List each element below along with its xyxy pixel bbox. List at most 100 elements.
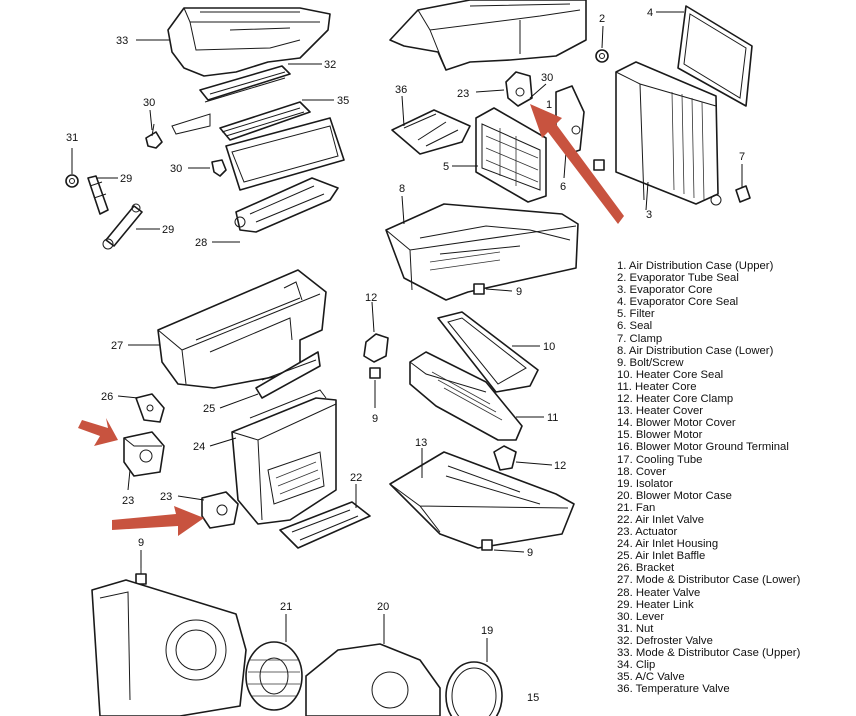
legend-item: 13. Heater Cover	[617, 405, 704, 418]
callout-numbers: 33 32 35 30 31 29 30 29 28 27 26 25 24 2…	[66, 7, 745, 704]
legend-item: 14. Blower Motor Cover	[617, 417, 736, 430]
part-heater-valve	[234, 177, 339, 233]
part-mode-distributor-case-lower	[157, 269, 327, 389]
part-evaporator-core-seal	[677, 5, 753, 107]
leader-lines	[71, 11, 743, 662]
legend-item: 25. Air Inlet Baffle	[617, 550, 706, 563]
part-heater-link-upper	[87, 175, 109, 215]
callout-21: 21	[280, 601, 292, 613]
part-actuator-right	[505, 71, 533, 107]
part-heater-core-clamp-right	[493, 445, 517, 471]
part-isolator	[445, 661, 503, 716]
legend-item: 27. Mode & Distributor Case (Lower)	[617, 574, 801, 587]
callout-13: 13	[415, 437, 427, 449]
callout-8: 8	[399, 183, 405, 195]
legend-item: 6. Seal	[617, 320, 653, 333]
part-air-inlet-valve	[279, 501, 371, 549]
part-evaporator-core	[615, 61, 722, 206]
part-bolt-left	[135, 568, 147, 585]
legend-item: 22. Air Inlet Valve	[617, 513, 705, 526]
callout-23-left: 23	[122, 495, 134, 507]
callout-6: 6	[560, 181, 566, 193]
part-lever-middle	[211, 159, 227, 177]
callout-3: 3	[646, 209, 652, 221]
part-defroster-valve	[171, 65, 291, 135]
legend-item: 18. Cover	[617, 465, 666, 478]
legend-item: 26. Bracket	[617, 562, 675, 575]
part-air-inlet-baffle	[255, 351, 321, 399]
part-bolt-seal	[593, 159, 605, 171]
callout-2: 2	[599, 13, 605, 25]
parts-legend: 1. Air Distribution Case (Upper)2. Evapo…	[617, 260, 853, 695]
legend-item: 5. Filter	[617, 308, 655, 321]
callout-32: 32	[324, 59, 336, 71]
callout-10: 10	[543, 341, 555, 353]
callout-9-clamp: 9	[372, 413, 378, 425]
callout-30-middle: 30	[170, 163, 182, 175]
callout-26: 26	[101, 391, 113, 403]
callout-4: 4	[647, 7, 653, 19]
part-heater-core	[409, 351, 523, 441]
legend-item: 19. Isolator	[617, 477, 673, 490]
callout-1: 1	[546, 99, 552, 111]
part-blower-motor-case	[91, 579, 247, 716]
callout-23-middle: 23	[160, 491, 172, 503]
part-filter	[475, 107, 547, 203]
part-mode-distributor-case-upper	[167, 7, 331, 77]
part-heater-link-lower	[102, 203, 143, 250]
part-distributor-valve-frame	[225, 117, 345, 191]
part-bolt-case	[473, 283, 485, 295]
legend-item: 12. Heater Core Clamp	[617, 393, 734, 406]
legend-item: 7. Clamp	[617, 332, 663, 345]
part-fan	[245, 641, 303, 711]
callout-31: 31	[66, 132, 78, 144]
annotation-arrow-left	[78, 418, 118, 446]
callout-12-right: 12	[554, 460, 566, 472]
callout-35: 35	[337, 95, 349, 107]
legend-item: 8. Air Distribution Case (Lower)	[617, 344, 774, 357]
legend-item: 34. Clip	[617, 659, 656, 672]
callout-5: 5	[443, 161, 449, 173]
legend-item: 31. Nut	[617, 622, 654, 635]
callout-29-upper: 29	[120, 173, 132, 185]
annotation-arrow-upper-right	[530, 104, 624, 224]
legend-item: 24. Air Inlet Housing	[617, 538, 719, 551]
part-clamp	[735, 185, 751, 203]
legend-item: 2. Evaporator Tube Seal	[617, 272, 739, 285]
legend-item: 20. Blower Motor Case	[617, 489, 732, 502]
part-actuator-middle	[201, 491, 239, 529]
part-air-inlet-housing	[231, 389, 337, 525]
part-bracket	[135, 393, 165, 423]
callout-29-lower: 29	[162, 224, 174, 236]
legend-item: 29. Heater Link	[617, 598, 694, 611]
part-nut	[65, 174, 79, 188]
callout-33: 33	[116, 35, 128, 47]
legend-item: 16. Blower Motor Ground Terminal	[617, 441, 789, 454]
callout-30-upper: 30	[143, 97, 155, 109]
callout-19: 19	[481, 625, 493, 637]
legend-item: 1. Air Distribution Case (Upper)	[617, 260, 774, 272]
callout-9-cover: 9	[527, 547, 533, 559]
legend-item: 35. A/C Valve	[617, 671, 685, 684]
callout-15: 15	[527, 692, 539, 704]
annotation-arrow-middle	[112, 506, 204, 536]
legend-item: 10. Heater Core Seal	[617, 368, 724, 381]
legend-item: 23. Actuator	[617, 526, 678, 539]
part-blower-housing-half	[305, 643, 441, 716]
legend-item: 11. Heater Core	[617, 380, 697, 393]
legend-item: 30. Lever	[617, 610, 665, 623]
part-heater-core-seal	[437, 311, 539, 393]
part-actuator-left	[123, 431, 165, 477]
legend-item: 15. Blower Motor	[617, 429, 703, 442]
legend-item: 21. Fan	[617, 501, 656, 514]
legend-item: 4. Evaporator Core Seal	[617, 296, 739, 309]
part-ac-valve	[219, 101, 311, 141]
callout-36: 36	[395, 84, 407, 96]
callout-20: 20	[377, 601, 389, 613]
part-lever-upper	[145, 123, 163, 149]
part-heater-cover	[389, 451, 575, 549]
part-air-distribution-case-lower	[385, 203, 579, 301]
callout-24: 24	[193, 441, 205, 453]
callout-30-right: 30	[541, 72, 553, 84]
callout-7: 7	[739, 151, 745, 163]
